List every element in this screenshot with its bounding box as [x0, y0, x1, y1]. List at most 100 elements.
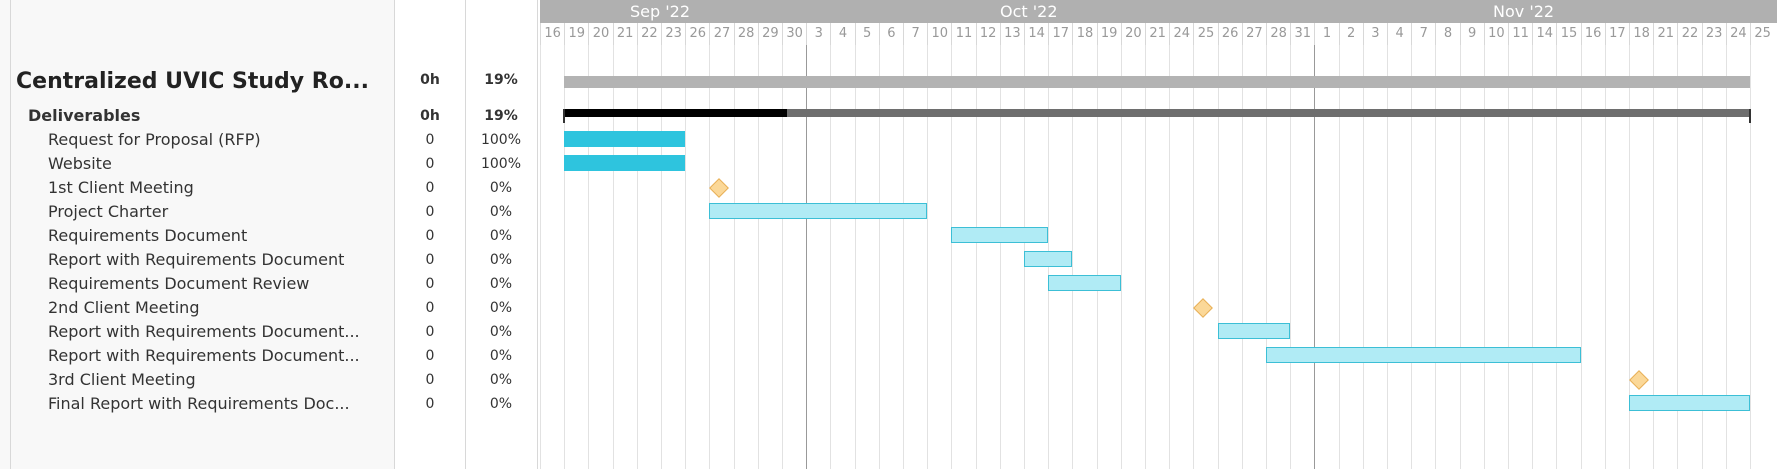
day-gridline — [709, 45, 711, 469]
task-name[interactable]: 3rd Client Meeting — [48, 370, 196, 389]
day-gridline — [999, 45, 1001, 469]
day-label: 4 — [1387, 23, 1411, 45]
day-label: 16 — [1580, 23, 1605, 45]
group-summary-bar[interactable] — [564, 109, 1750, 117]
day-label: 10 — [927, 23, 951, 45]
day-label: 23 — [661, 23, 685, 45]
task-name[interactable]: Request for Proposal (RFP) — [48, 130, 261, 149]
group-bar-start-tick — [563, 109, 566, 123]
day-label: 20 — [1120, 23, 1145, 45]
day-label: 7 — [903, 23, 927, 45]
day-gridline — [854, 45, 856, 469]
hours-column — [395, 0, 465, 469]
task-name[interactable]: Report with Requirements Document... — [48, 322, 360, 341]
task-name[interactable]: Report with Requirements Document... — [48, 346, 360, 365]
day-label: 19 — [564, 23, 588, 45]
task-percent: 0% — [489, 372, 513, 388]
day-label: 17 — [1048, 23, 1072, 45]
milestone-icon[interactable] — [709, 178, 729, 198]
day-gridline — [903, 45, 904, 469]
day-label: 19 — [1096, 23, 1121, 45]
day-label: 5 — [854, 23, 879, 45]
day-label: 25 — [1750, 23, 1774, 45]
task-bar[interactable] — [1266, 347, 1581, 363]
day-gridline — [927, 45, 929, 469]
day-gridline — [1290, 45, 1292, 469]
day-gridline — [588, 45, 590, 469]
task-hours: 0 — [425, 372, 435, 388]
task-percent: 0% — [489, 396, 513, 412]
grid-divider — [394, 0, 395, 469]
day-gridline — [1508, 45, 1509, 469]
task-bar[interactable] — [951, 227, 1049, 243]
day-gridline — [1120, 45, 1122, 469]
task-hours: 0 — [425, 348, 435, 364]
day-label: 8 — [1435, 23, 1459, 45]
group-name[interactable]: Deliverables — [28, 106, 141, 125]
day-label: 21 — [1653, 23, 1677, 45]
task-name[interactable]: Project Charter — [48, 202, 169, 221]
task-percent: 0% — [489, 276, 513, 292]
task-percent: 100% — [480, 156, 522, 172]
task-name[interactable]: Website — [48, 154, 112, 173]
group-hours: 0h — [420, 108, 440, 124]
day-gridline — [1072, 45, 1074, 469]
project-summary-bar[interactable] — [564, 76, 1750, 88]
month-label: Nov '22 — [1493, 2, 1555, 21]
day-gridline — [1677, 45, 1679, 469]
task-name[interactable]: 1st Client Meeting — [48, 178, 194, 197]
day-label: 11 — [1508, 23, 1532, 45]
day-gridline — [1556, 45, 1558, 469]
day-label: 24 — [1169, 23, 1193, 45]
day-label: 10 — [1483, 23, 1508, 45]
day-gridline — [1701, 45, 1703, 469]
task-name[interactable]: Report with Requirements Document — [48, 250, 345, 269]
day-label: 6 — [878, 23, 903, 45]
task-bar[interactable] — [1024, 251, 1073, 267]
day-label: 28 — [1266, 23, 1290, 45]
day-gridline — [830, 45, 832, 469]
day-gridline — [1629, 45, 1630, 469]
task-name[interactable]: 2nd Client Meeting — [48, 298, 200, 317]
task-percent: 0% — [489, 204, 513, 220]
day-label: 12 — [975, 23, 1000, 45]
day-label: 27 — [1241, 23, 1266, 45]
task-bar[interactable] — [1629, 395, 1750, 411]
task-name[interactable]: Requirements Document Review — [48, 274, 310, 293]
day-label: 14 — [1024, 23, 1048, 45]
task-hours: 0 — [425, 156, 435, 172]
timeline-area[interactable] — [540, 45, 1777, 469]
day-gridline — [1483, 45, 1485, 469]
day-gridline — [1532, 45, 1534, 469]
project-name[interactable]: Centralized UVIC Study Ro... — [16, 69, 369, 94]
task-name[interactable]: Final Report with Requirements Doc... — [48, 394, 350, 413]
task-bar[interactable] — [564, 131, 686, 147]
day-gridline — [951, 45, 953, 469]
task-bar[interactable] — [1048, 275, 1121, 291]
task-percent: 0% — [489, 348, 513, 364]
grid-divider — [465, 0, 466, 469]
task-bar[interactable] — [709, 203, 928, 219]
day-label: 9 — [1459, 23, 1484, 45]
day-label: 3 — [1362, 23, 1387, 45]
day-gridline — [975, 45, 977, 469]
day-label: 28 — [733, 23, 758, 45]
day-label: 2 — [1338, 23, 1363, 45]
day-label: 26 — [1217, 23, 1242, 45]
task-percent: 100% — [480, 132, 522, 148]
task-bar[interactable] — [564, 155, 686, 171]
day-gridline — [1580, 45, 1582, 469]
task-bar[interactable] — [1217, 323, 1291, 339]
day-label: 14 — [1532, 23, 1556, 45]
milestone-icon[interactable] — [1628, 370, 1649, 390]
group-progress-bar[interactable] — [564, 109, 787, 117]
day-gridline — [757, 45, 759, 469]
day-label: 24 — [1725, 23, 1750, 45]
task-hours: 0 — [425, 204, 435, 220]
milestone-icon[interactable] — [1193, 298, 1213, 318]
day-gridline — [1411, 45, 1413, 469]
task-name[interactable]: Requirements Document — [48, 226, 248, 245]
day-label: 21 — [1145, 23, 1169, 45]
